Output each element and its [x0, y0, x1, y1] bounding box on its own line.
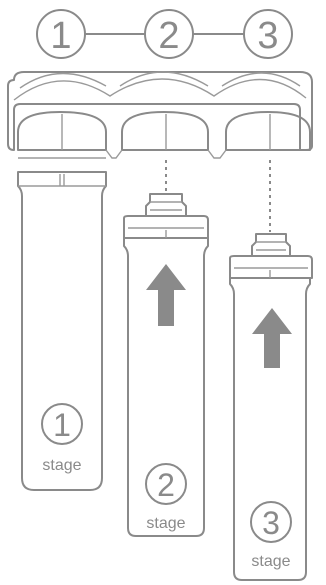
step-3-number: 3	[257, 15, 278, 57]
stage-2-label: stage	[146, 515, 185, 532]
step-1-number: 1	[50, 15, 71, 57]
step-2-number: 2	[158, 15, 179, 57]
stage-3-number: 3	[262, 505, 280, 541]
housing-cap-1	[17, 111, 107, 151]
step-2-circle	[144, 9, 194, 59]
housing-cap-3	[225, 111, 311, 151]
stage-3-circle	[250, 501, 292, 543]
up-arrow-icon	[252, 308, 292, 368]
housing-cap-2	[121, 111, 209, 151]
stage-1-label: stage	[42, 457, 81, 474]
step-1-circle	[36, 9, 86, 59]
step-3-circle	[243, 9, 293, 59]
stage-2-number: 2	[157, 467, 175, 503]
stage-1-circle	[41, 403, 83, 445]
stage-1-number: 1	[53, 407, 71, 443]
cartridge-3: 3 stage	[229, 233, 313, 581]
filter-housing	[7, 71, 313, 159]
step-indicator: 1 2 3	[36, 9, 293, 59]
stage-3-label: stage	[251, 553, 290, 570]
up-arrow-icon	[146, 264, 186, 326]
cartridge-2: 2 stage	[123, 193, 209, 537]
cartridge-1: 1 stage	[17, 171, 107, 491]
stage-2-circle	[145, 463, 187, 505]
